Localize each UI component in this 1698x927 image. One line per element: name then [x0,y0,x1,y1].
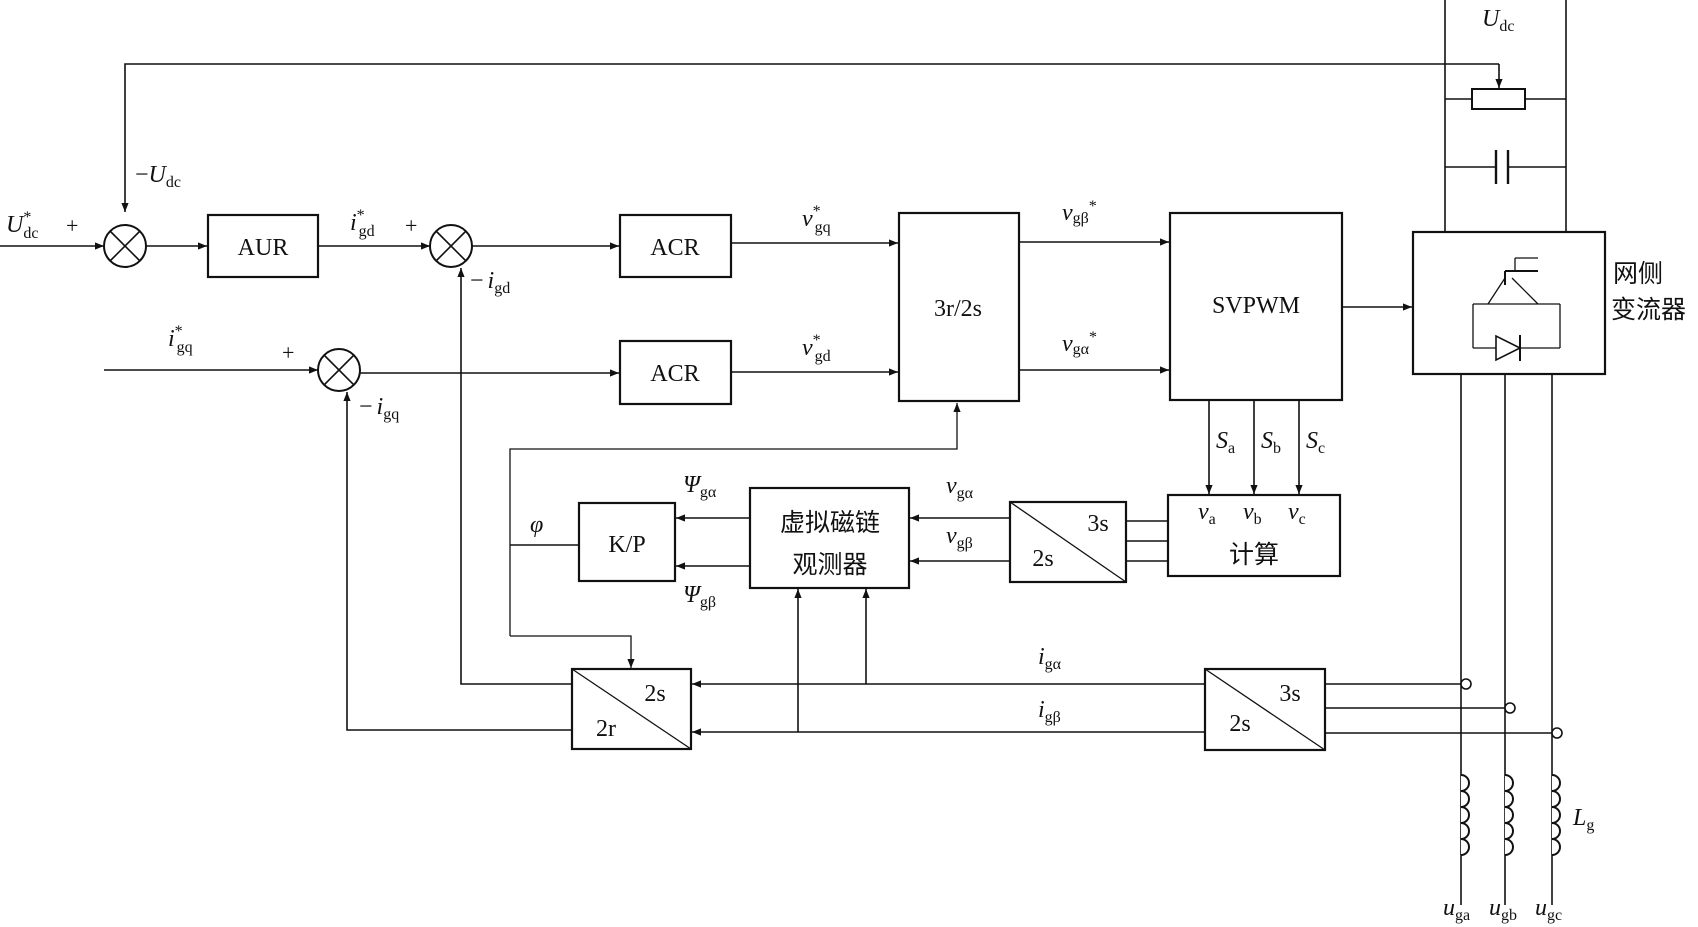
sa-label: Sa [1216,428,1235,457]
sc-label: Sc [1306,428,1325,457]
kp-label: K/P [608,532,645,558]
lg-label: Lg [1572,805,1594,834]
sum-igd [429,224,473,268]
aur-block [206,213,320,279]
calc-block [1166,493,1342,578]
neg-igd-label: −igd [470,268,510,297]
plus-igq-sign: + [282,340,294,365]
acr-top-block [618,213,733,279]
vgalpha-ref-label: vgα* [1062,329,1097,358]
psi-beta-label: Ψgβ [683,582,716,611]
vgalpha-label: vgα [946,473,974,502]
plus-udc-sign: + [66,213,78,238]
dc-link [1444,0,1567,232]
ugc-label: ugc [1535,895,1562,924]
kp-block [577,501,677,583]
flux-observer-block [748,486,911,590]
grid-converter-block [1411,230,1607,376]
sum-igq [317,348,361,392]
vgq-ref-label: v*gq [802,203,831,236]
igd-ref-label: i*gd [350,207,375,240]
tr-2s2r-2r-label: 2r [596,716,616,742]
inductor-lg [1460,774,1561,856]
plus-igd-sign: + [405,213,417,238]
svpwm-block [1168,211,1344,402]
observer-label-line1: 虚拟磁链 [780,508,880,537]
vgbeta-ref-label: vgβ* [1062,198,1097,227]
udc-ref-label: U*dc [6,209,38,242]
igbeta-label: igβ [1038,697,1061,726]
neg-udc-label: −Udc [135,162,181,191]
igalpha-label: igα [1038,644,1062,673]
acr-bottom-label: ACR [650,361,699,387]
igq-ref-label: i*gq [168,323,193,356]
udc-top-label: Udc [1482,6,1514,35]
acr-bottom-block [618,339,733,406]
rot-3r2s-block [897,211,1021,403]
tr-3s-label: 3s [1087,511,1108,537]
sum-udc [103,224,147,268]
tr-3s2s-3s-label: 3s [1279,681,1300,707]
converter-label-line1: 网侧 [1613,259,1663,288]
vgbeta-label: vgβ [946,523,973,552]
va-label: va [1198,499,1216,528]
vb-label: vb [1243,499,1262,528]
ugb-label: ugb [1489,895,1517,924]
rot-3r2s-label: 3r/2s [934,296,982,322]
observer-label-line2: 观测器 [792,550,867,579]
calc-label: 计算 [1229,540,1279,569]
uga-label: uga [1443,895,1470,924]
phi-label: φ [530,512,543,538]
acr-top-label: ACR [650,235,699,261]
psi-alpha-label: Ψgα [683,472,717,501]
tr-2s-label: 2s [1032,546,1053,572]
neg-igq-label: −igq [359,394,399,423]
tr-3s2s-2s-label: 2s [1229,711,1250,737]
vgd-ref-label: v*gd [802,332,831,365]
vc-label: vc [1288,499,1306,528]
udc-feedback-line [121,63,1503,212]
sb-label: Sb [1261,428,1281,457]
aur-label: AUR [238,235,289,261]
svpwm-label: SVPWM [1212,293,1300,319]
converter-label-line2: 变流器 [1611,295,1686,324]
tr-2s2r-2s-label: 2s [644,681,665,707]
